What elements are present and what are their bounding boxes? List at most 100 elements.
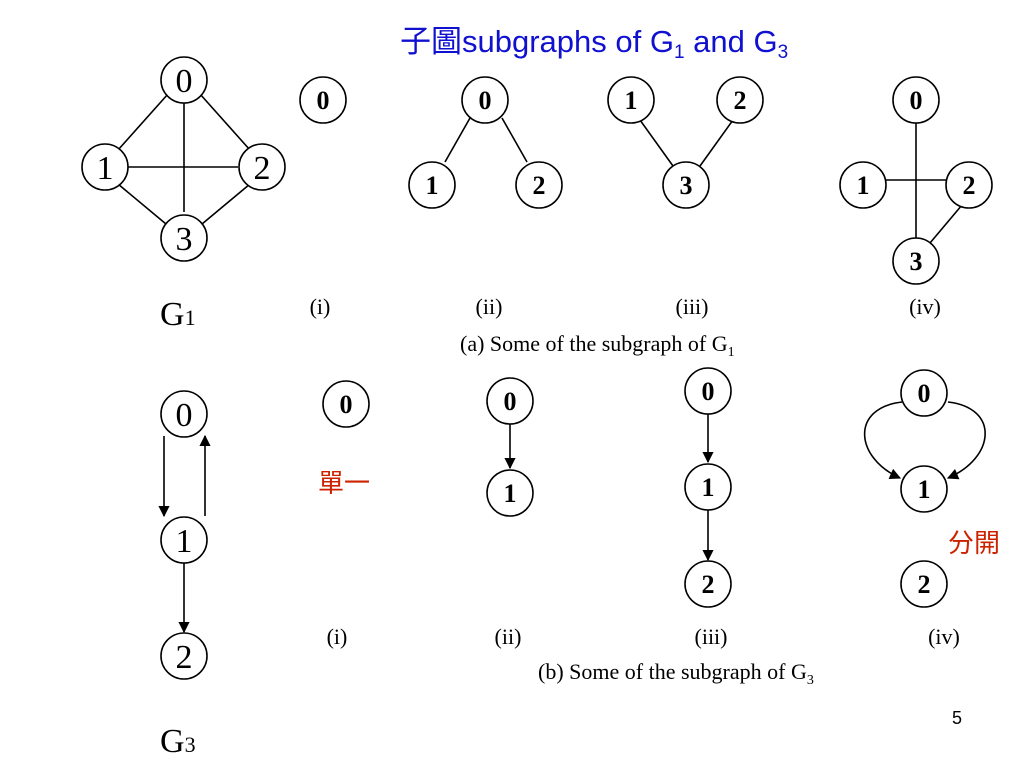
g3-node-1-label: 1: [176, 523, 193, 560]
a-iii-node-2-label: 2: [734, 86, 747, 115]
a-label-iii: (iii): [676, 294, 709, 319]
b-iii-node-2: [684, 560, 732, 608]
a-iv-node-0-label: 0: [910, 86, 923, 115]
b-iv-edge-0-1-right: [946, 401, 986, 480]
b-ii-node-1-label: 1: [504, 479, 517, 508]
g1-node-3: [160, 214, 208, 262]
sub-b-ii: 0 1: [486, 377, 534, 517]
title-mid: and G: [685, 24, 778, 59]
a-label-i: (i): [310, 294, 331, 319]
sub-b-iii: 0 1 2: [684, 367, 732, 608]
b-iii-node-2-label: 2: [702, 570, 715, 599]
title-prefix: 子圖: [400, 24, 462, 59]
a-iv-node-0: [892, 76, 940, 124]
a-ii-node-1-label: 1: [426, 171, 439, 200]
caption-a-main: (a) Some of the subgraph of G: [460, 331, 728, 356]
g3-name-letter: G: [160, 723, 185, 760]
b-iv-node-2: [900, 560, 948, 608]
slide-title: 子圖subgraphs of G1 and G3: [400, 24, 788, 63]
a-iii-node-3-label: 3: [680, 171, 693, 200]
annotation-separate: 分開: [948, 529, 1000, 558]
page-number: 5: [952, 708, 962, 728]
graph-g1: 0 1 2 3: [81, 56, 286, 262]
b-iv-node-1: [900, 465, 948, 513]
a-iii-node-1: [607, 76, 655, 124]
g1-node-0-label: 0: [176, 63, 193, 100]
b-iv-node-1-label: 1: [918, 475, 931, 504]
g3-node-1: [160, 516, 208, 564]
a-i-node-0-label: 0: [317, 86, 330, 115]
sub-b-i: 0: [322, 380, 370, 428]
g1-name: G1: [160, 296, 196, 333]
g3-node-2-label: 2: [176, 639, 193, 676]
annotation-single: 單一: [318, 469, 370, 498]
b-iv-node-0-label: 0: [918, 379, 931, 408]
b-i-node-0: [322, 380, 370, 428]
b-ii-node-1: [486, 469, 534, 517]
b-i-node-0-label: 0: [340, 390, 353, 419]
title-sub2: 3: [778, 42, 789, 63]
caption-a: (a) Some of the subgraph of G1: [460, 331, 735, 360]
a-ii-node-0-label: 0: [479, 86, 492, 115]
b-label-ii: (ii): [495, 624, 522, 649]
caption-b-main: (b) Some of the subgraph of G: [538, 659, 807, 684]
b-label-iii: (iii): [695, 624, 728, 649]
a-iii-node-1-label: 1: [625, 86, 638, 115]
title-main: subgraphs of G: [462, 24, 674, 59]
a-ii-node-2: [515, 161, 563, 209]
a-iv-node-2: [945, 161, 993, 209]
a-iii-edge-1-3: [639, 119, 674, 167]
b-iv-edge-0-1-left: [863, 401, 903, 480]
g1-node-2-label: 2: [254, 150, 271, 187]
a-i-node-0: [299, 76, 347, 124]
a-iv-node-3-label: 3: [910, 247, 923, 276]
g3-node-0-label: 0: [176, 397, 193, 434]
caption-a-sub: 1: [728, 345, 735, 360]
a-ii-node-2-label: 2: [533, 171, 546, 200]
a-iii-node-3: [662, 161, 710, 209]
g1-name-letter: G: [160, 296, 185, 333]
b-iii-node-0: [684, 367, 732, 415]
b-iv-node-0: [900, 369, 948, 417]
a-iii-edge-2-3: [699, 119, 734, 167]
b-label-iv: (iv): [928, 624, 960, 649]
caption-b-sub: 3: [807, 673, 814, 688]
a-iv-node-1-label: 1: [857, 171, 870, 200]
b-iii-node-1: [684, 463, 732, 511]
sub-a-iv: 0 1 2 3: [839, 76, 993, 285]
g1-name-sub: 1: [185, 305, 196, 330]
g1-node-1: [81, 143, 129, 191]
g3-node-0: [160, 390, 208, 438]
a-iv-node-2-label: 2: [963, 171, 976, 200]
b-label-i: (i): [327, 624, 348, 649]
a-iii-node-2: [716, 76, 764, 124]
g3-name: G3: [160, 723, 196, 760]
caption-b: (b) Some of the subgraph of G3: [538, 659, 814, 688]
a-ii-node-0: [461, 76, 509, 124]
sub-a-iii: 1 2 3: [607, 76, 764, 209]
a-ii-edge-0-2: [501, 117, 528, 163]
a-ii-node-1: [408, 161, 456, 209]
g1-node-2: [238, 143, 286, 191]
title-sub1: 1: [674, 42, 685, 63]
b-iv-node-2-label: 2: [918, 570, 931, 599]
a-ii-edge-0-1: [444, 117, 471, 163]
b-iii-node-1-label: 1: [702, 473, 715, 502]
a-label-iv: (iv): [909, 294, 941, 319]
g1-node-1-label: 1: [97, 150, 114, 187]
a-iv-node-3: [892, 237, 940, 285]
b-iii-node-0-label: 0: [702, 377, 715, 406]
a-iv-edge-2-3: [929, 204, 963, 244]
g3-name-sub: 3: [185, 732, 196, 757]
g1-edge-0-1: [117, 93, 169, 151]
graph-g3: 0 1 2: [158, 390, 211, 680]
sub-a-ii: 0 1 2: [408, 76, 563, 209]
g1-node-3-label: 3: [176, 221, 193, 258]
g1-node-0: [160, 56, 208, 104]
g3-node-2: [160, 632, 208, 680]
a-iv-node-1: [839, 161, 887, 209]
b-ii-node-0-label: 0: [504, 387, 517, 416]
g1-edge-0-2: [199, 93, 251, 151]
b-ii-node-0: [486, 377, 534, 425]
